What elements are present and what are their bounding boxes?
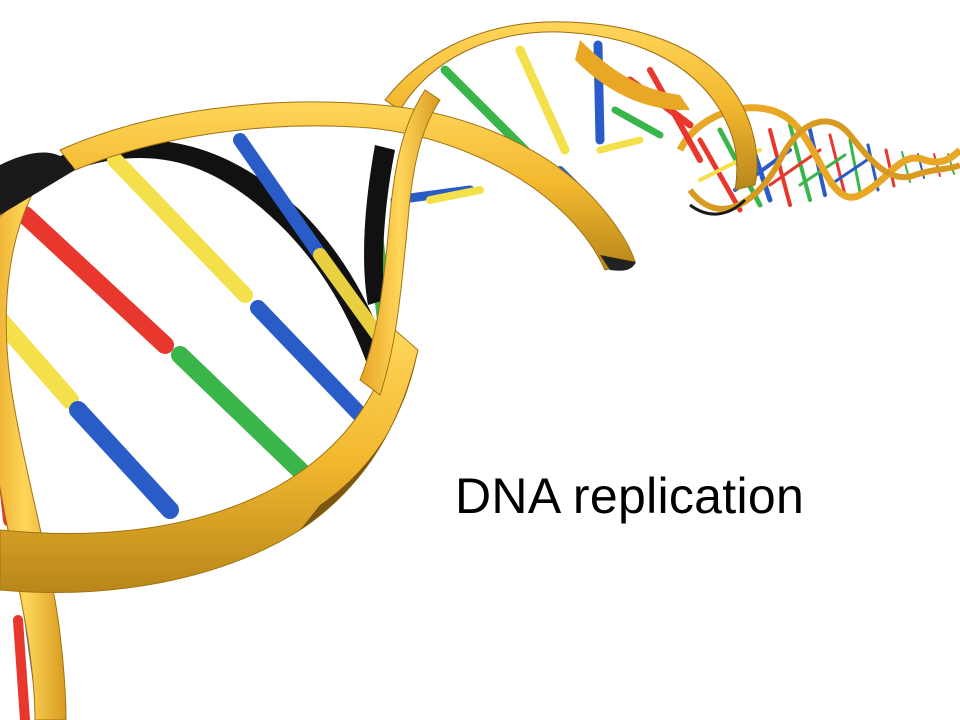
base-pair-blue	[250, 300, 378, 433]
base-pair-red	[16, 206, 174, 354]
base-pair	[768, 148, 822, 187]
base-pair-yellow-back	[313, 248, 392, 352]
middle-backbone-back	[575, 40, 690, 111]
base-pair-bottom-red	[13, 615, 30, 720]
base-pair	[828, 133, 847, 197]
base-pair-blue-back	[233, 133, 327, 262]
base-pair	[768, 128, 792, 207]
front-backbone-lower	[0, 329, 419, 593]
front-backbone-back	[0, 140, 390, 372]
base-pair	[848, 138, 862, 194]
front-backbone-right	[359, 89, 441, 396]
helix-front-turn	[0, 89, 636, 720]
middle-backbone-lower	[364, 145, 395, 305]
base-pair-blue-left	[69, 401, 179, 519]
helix-tail	[676, 104, 960, 216]
base-pair-yellow	[107, 152, 253, 303]
base-pair	[697, 137, 743, 213]
ribbon-shadow	[600, 255, 636, 271]
ribbon-shadow	[0, 152, 75, 215]
base-pair	[426, 186, 484, 204]
base-pair	[515, 45, 570, 155]
base-pair-yellow-left	[0, 311, 79, 409]
base-pair	[611, 106, 664, 139]
base-pair	[440, 65, 530, 155]
base-pair	[596, 136, 644, 154]
middle-backbone-front	[384, 21, 758, 191]
base-pair	[828, 156, 872, 187]
tail-backbone-c	[689, 198, 747, 216]
base-pair-green	[171, 346, 319, 489]
base-pair	[647, 67, 703, 163]
front-backbone-left	[0, 179, 67, 720]
slide-title: DNA replication	[455, 468, 805, 524]
